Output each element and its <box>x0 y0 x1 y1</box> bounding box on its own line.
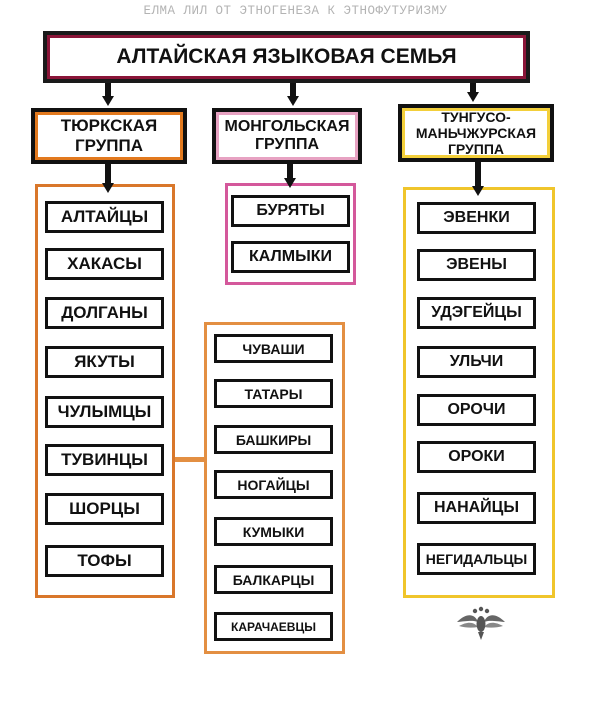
people-item: ШОРЦЫ <box>45 493 164 525</box>
tungusic-group-label-line2: МАНЬЧЖУРСКАЯ <box>415 124 537 141</box>
people-item: ДОЛГАНЫ <box>45 297 164 329</box>
people-item: ТОФЫ <box>45 545 164 577</box>
turkic-group-box: ТЮРКСКАЯ ГРУППА <box>31 108 187 164</box>
people-item: ЧУВАШИ <box>214 334 333 363</box>
tungusic-group-box: ТУНГУСО- МАНЬЧЖУРСКАЯ ГРУППА <box>398 104 554 162</box>
hierarchy-arrow-head <box>467 92 479 102</box>
mongolic-group-box: МОНГОЛЬСКАЯ ГРУППА <box>212 108 362 164</box>
people-item: КУМЫКИ <box>214 517 333 546</box>
people-item: УДЭГЕЙЦЫ <box>417 297 536 329</box>
hierarchy-arrow-head <box>102 183 114 193</box>
tungusic-group-label-line3: ГРУППА <box>447 141 505 158</box>
winged-emblem-icon <box>457 606 505 640</box>
family-title-box: АЛТАЙСКАЯ ЯЗЫКОВАЯ СЕМЬЯ <box>43 31 530 83</box>
people-item: КАЛМЫКИ <box>231 241 350 273</box>
people-item: ОРОЧИ <box>417 394 536 426</box>
people-item: УЛЬЧИ <box>417 346 536 378</box>
family-title: АЛТАЙСКАЯ ЯЗЫКОВАЯ СЕМЬЯ <box>116 45 457 68</box>
people-item: АЛТАЙЦЫ <box>45 201 164 233</box>
mongolic-group-label-line1: МОНГОЛЬСКАЯ <box>224 117 350 135</box>
people-item: ЯКУТЫ <box>45 346 164 378</box>
people-item: ХАКАСЫ <box>45 248 164 280</box>
people-item: БАЛКАРЦЫ <box>214 565 333 594</box>
people-item: ТАТАРЫ <box>214 379 333 408</box>
mongolic-group-label-line2: ГРУППА <box>254 136 320 153</box>
people-item: ЭВЕНКИ <box>417 202 536 234</box>
people-item: НОГАЙЦЫ <box>214 470 333 499</box>
tungusic-group-label-line1: ТУНГУСО- <box>441 108 511 125</box>
people-item: НЕГИДАЛЬЦЫ <box>417 543 536 575</box>
hierarchy-arrow-head <box>284 178 296 188</box>
hierarchy-arrows <box>102 83 484 196</box>
people-item: ОРОКИ <box>417 441 536 473</box>
panel-connector-line <box>175 457 205 462</box>
turkic-west-peoples-panel <box>204 322 345 654</box>
people-item: ТУВИНЦЫ <box>45 444 164 476</box>
people-item: ЭВЕНЫ <box>417 249 536 281</box>
people-item: БУРЯТЫ <box>231 195 350 227</box>
turkic-group-label-line1: ТЮРКСКАЯ <box>60 116 158 136</box>
people-item: НАНАЙЦЫ <box>417 492 536 524</box>
people-item: БАШКИРЫ <box>214 425 333 454</box>
turkic-group-label-line2: ГРУППА <box>74 136 144 155</box>
hierarchy-arrow-head <box>472 186 484 196</box>
people-item: ЧУЛЫМЦЫ <box>45 396 164 428</box>
watermark-caption: ЕЛМА ЛИЛ ОТ ЭТНОГЕНЕЗА К ЭТНОФУТУРИЗМУ <box>143 4 448 18</box>
hierarchy-arrow-head <box>287 96 299 106</box>
people-item: КАРАЧАЕВЦЫ <box>214 612 333 641</box>
hierarchy-arrow-head <box>102 96 114 106</box>
